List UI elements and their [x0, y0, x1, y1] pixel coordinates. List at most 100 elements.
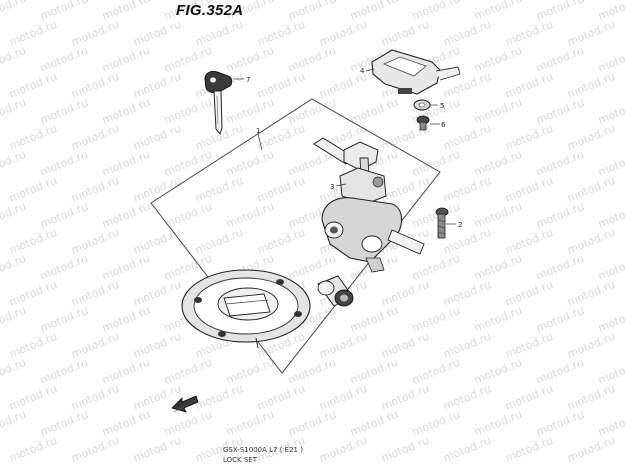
watermark-text: motod.ru	[7, 174, 59, 205]
watermark-text: motod.ru	[7, 434, 59, 465]
watermark-text: motod.ru	[565, 382, 617, 413]
watermark-text: motod.ru	[379, 174, 431, 205]
watermark-text: motod.ru	[131, 18, 183, 49]
watermark-text: motod.ru	[534, 304, 586, 335]
watermark-text: motod.ru	[472, 252, 524, 283]
watermark-text: motod.ru	[534, 44, 586, 75]
watermark-text: motod.ru	[100, 200, 152, 231]
watermark-text: motod.ru	[348, 408, 400, 439]
watermark-text: motod.ru	[0, 408, 28, 439]
watermark-text: motod.ru	[317, 18, 369, 49]
watermark-text: motod.ru	[7, 330, 59, 361]
watermark-text: motod.ru	[441, 122, 493, 153]
watermark-text: motod.ru	[224, 408, 276, 439]
watermark-text: motod.ru	[534, 148, 586, 179]
watermark-text: motod.ru	[0, 44, 28, 75]
watermark-text: motod.ru	[131, 122, 183, 153]
watermark-text: motod.ru	[565, 174, 617, 205]
watermark-text: motod.ru	[7, 122, 59, 153]
leader-3	[335, 183, 347, 187]
watermark-text: motod.ru	[100, 44, 152, 75]
watermark-text: motod.ru	[410, 304, 462, 335]
watermark-text: motod.ru	[162, 200, 214, 231]
watermark-text: motod.ru	[534, 252, 586, 283]
leader-4	[365, 68, 375, 72]
footer-model: GSX-S1000A L7 ( E21 )	[223, 446, 303, 454]
callout-1: 1	[256, 127, 260, 135]
watermark-text: motod.ru	[38, 408, 90, 439]
watermark-text: motod.ru	[503, 382, 555, 413]
watermark-text: motod.ru	[7, 382, 59, 413]
part-small-screw[interactable]	[416, 115, 430, 131]
watermark-text: motod.ru	[131, 434, 183, 465]
watermark-text: motod.ru	[534, 408, 586, 439]
watermark-text: motod.ru	[503, 278, 555, 309]
watermark-text: motod.ru	[69, 382, 121, 413]
watermark-text: motod.ru	[224, 96, 276, 127]
watermark-text: motod.ru	[255, 382, 307, 413]
watermark-text: motod.ru	[286, 96, 338, 127]
watermark-text: motod.ru	[255, 70, 307, 101]
watermark-text: motod.ru	[317, 434, 369, 465]
watermark-text: motod.ru	[38, 96, 90, 127]
watermark-text: motod.ru	[472, 200, 524, 231]
watermark-text: motod.ru	[317, 382, 369, 413]
watermark-text: motod.ru	[162, 44, 214, 75]
watermark-text: motod.ru	[69, 18, 121, 49]
front-direction-arrow-icon	[171, 395, 199, 413]
watermark-text: motod.ru	[0, 200, 28, 231]
watermark-text: motod.ru	[131, 70, 183, 101]
watermark-text: motod.ru	[379, 434, 431, 465]
watermark-text: motod.ru	[565, 434, 617, 465]
watermark-text: motod.ru	[348, 0, 400, 23]
part-cover[interactable]	[371, 49, 461, 95]
watermark-text: motod.ru	[7, 70, 59, 101]
watermark-text: motod.ru	[565, 70, 617, 101]
leader-1	[257, 133, 263, 151]
watermark-text: motod.ru	[255, 122, 307, 153]
part-fuel-cap[interactable]	[181, 269, 311, 349]
watermark-text: motod.ru	[410, 408, 462, 439]
watermark-text: motod.ru	[472, 0, 524, 23]
watermark-text: motod.ru	[100, 0, 152, 23]
part-lock-cylinder[interactable]	[317, 275, 354, 307]
watermark-text: motod.ru	[38, 148, 90, 179]
watermark-text: motod.ru	[255, 174, 307, 205]
watermark-text: motod.ru	[0, 304, 28, 335]
part-bolt[interactable]	[435, 207, 449, 239]
part-washer[interactable]	[413, 99, 431, 111]
callout-5: 5	[440, 102, 444, 110]
watermark-text: motod.ru	[441, 226, 493, 257]
watermark-text: motod.ru	[503, 434, 555, 465]
watermark-text: motod.ru	[224, 200, 276, 231]
watermark-text: motod.ru	[162, 408, 214, 439]
watermark-text: motod.ru	[162, 356, 214, 387]
watermark-text: motod.ru	[100, 408, 152, 439]
part-key[interactable]	[204, 70, 233, 136]
watermark-text: motod.ru	[565, 122, 617, 153]
watermark-text: motod.ru	[0, 148, 28, 179]
watermark-text: motod.ru	[534, 0, 586, 23]
watermark-text: motod.ru	[286, 252, 338, 283]
watermark-text: motod.ru	[379, 382, 431, 413]
watermark-text: motod.ru	[379, 330, 431, 361]
watermark-text: motod.ru	[379, 18, 431, 49]
watermark-text: motod.ru	[410, 148, 462, 179]
watermark-text: motod.ru	[503, 70, 555, 101]
watermark-text: motod.ru	[441, 382, 493, 413]
watermark-text: motod.ru	[348, 356, 400, 387]
watermark-text: motod.ru	[69, 174, 121, 205]
watermark-text: motod.ru	[534, 200, 586, 231]
watermark-text: motod.ru	[472, 96, 524, 127]
watermark-text: motod.ru	[255, 226, 307, 257]
watermark-text: motod.ru	[162, 96, 214, 127]
watermark-text: motod.ru	[472, 304, 524, 335]
watermark-text: motod.ru	[38, 200, 90, 231]
watermark-text: motod.ru	[69, 226, 121, 257]
watermark-text: motod.ru	[441, 278, 493, 309]
watermark-text: motod.ru	[0, 96, 28, 127]
watermark-text: motod.ru	[100, 148, 152, 179]
part-ignition-switch[interactable]	[313, 137, 425, 273]
watermark-text: motod.ru	[410, 0, 462, 23]
